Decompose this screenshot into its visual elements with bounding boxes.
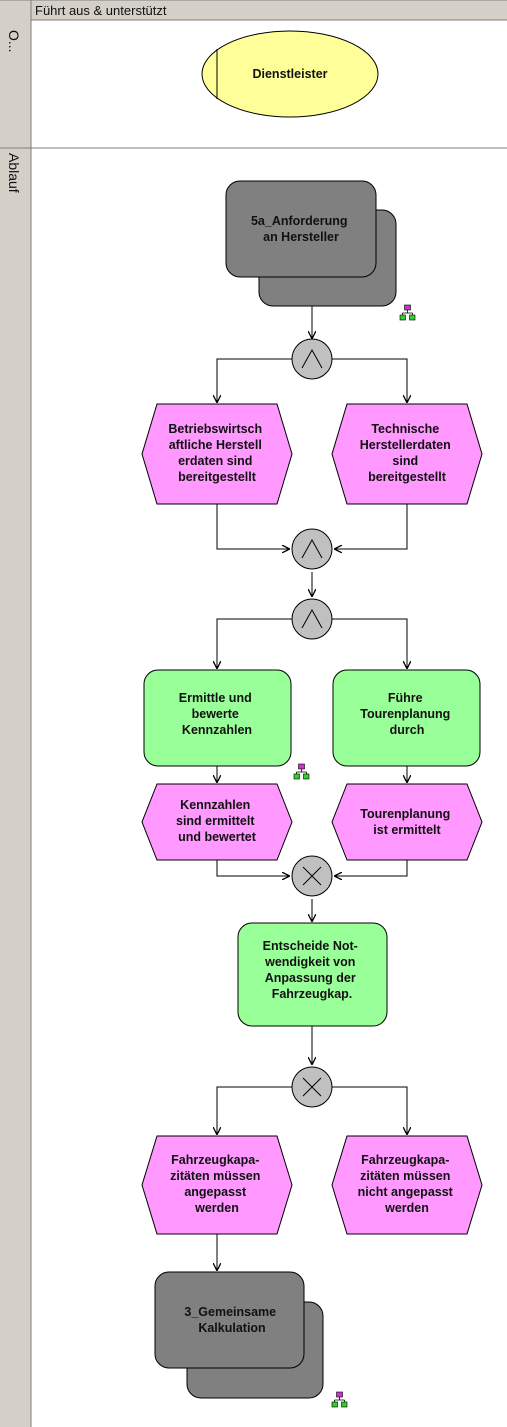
and-connector-icon[interactable]	[291, 338, 333, 380]
column-header-band	[31, 0, 507, 20]
xor-connector-icon[interactable]	[291, 855, 333, 897]
flow-edges	[217, 305, 407, 1270]
event-tourenplanung-ermittelt[interactable]: Tourenplanung ist ermittelt	[331, 783, 483, 861]
event-label: Tourenplanung ist ermittelt	[360, 807, 454, 837]
kalkulation-label: 3_Gemeinsame Kalkulation	[184, 1305, 279, 1335]
and-connector-icon[interactable]	[291, 598, 333, 640]
column-title: Führt aus & unterstützt	[35, 3, 167, 18]
function-entscheide-notwendigkeit[interactable]: Entscheide Not- wendigkeit von Anpassung…	[237, 922, 388, 1027]
process-interface-anforderung[interactable]: 5a_Anforderung an Hersteller	[225, 180, 397, 307]
event-technische-daten[interactable]: Technische Herstellerdaten sind bereitge…	[331, 403, 483, 505]
event-label: Kennzahlen sind ermittelt und bewertet	[176, 798, 258, 844]
function-ermittle-kennzahlen[interactable]: Ermittle und bewerte Kennzahlen	[143, 669, 292, 767]
xor-connector-icon[interactable]	[291, 1066, 333, 1108]
event-label: Betriebswirtsch aftliche Herstell erdate…	[168, 422, 265, 484]
event-label: Technische Herstellerdaten sind bereitge…	[360, 422, 455, 484]
function-label: Entscheide Not- wendigkeit von Anpassung…	[263, 939, 362, 1001]
lane-header-band	[0, 0, 31, 1427]
anforderung-label: 5a_Anforderung an Hersteller	[251, 214, 351, 244]
function-tourenplanung[interactable]: Führe Tourenplanung durch	[332, 669, 481, 767]
org-unit-dienstleister[interactable]: Dienstleister	[201, 30, 379, 118]
event-label: Fahrzeugkapa- zitäten müssen nicht angep…	[358, 1153, 457, 1215]
event-kapazitaeten-anpassen[interactable]: Fahrzeugkapa- zitäten müssen angepasst w…	[141, 1135, 293, 1235]
process-interface-kalkulation[interactable]: 3_Gemeinsame Kalkulation	[154, 1271, 324, 1399]
and-connector-icon[interactable]	[291, 528, 333, 570]
function-label: Führe Tourenplanung durch	[360, 691, 454, 737]
org-unit-label: Dienstleister	[252, 67, 327, 81]
lane-label-organization: O...	[6, 30, 22, 53]
function-label: Ermittle und bewerte Kennzahlen	[179, 691, 255, 737]
event-label: Fahrzeugkapa- zitäten müssen angepasst w…	[170, 1153, 264, 1215]
lane-label-ablauf: Ablauf	[6, 153, 22, 193]
event-kapazitaeten-nicht-anpassen[interactable]: Fahrzeugkapa- zitäten müssen nicht angep…	[331, 1135, 483, 1235]
event-betriebswirtschaftliche-daten[interactable]: Betriebswirtsch aftliche Herstell erdate…	[141, 403, 293, 505]
event-kennzahlen-ermittelt[interactable]: Kennzahlen sind ermittelt und bewertet	[141, 783, 293, 861]
